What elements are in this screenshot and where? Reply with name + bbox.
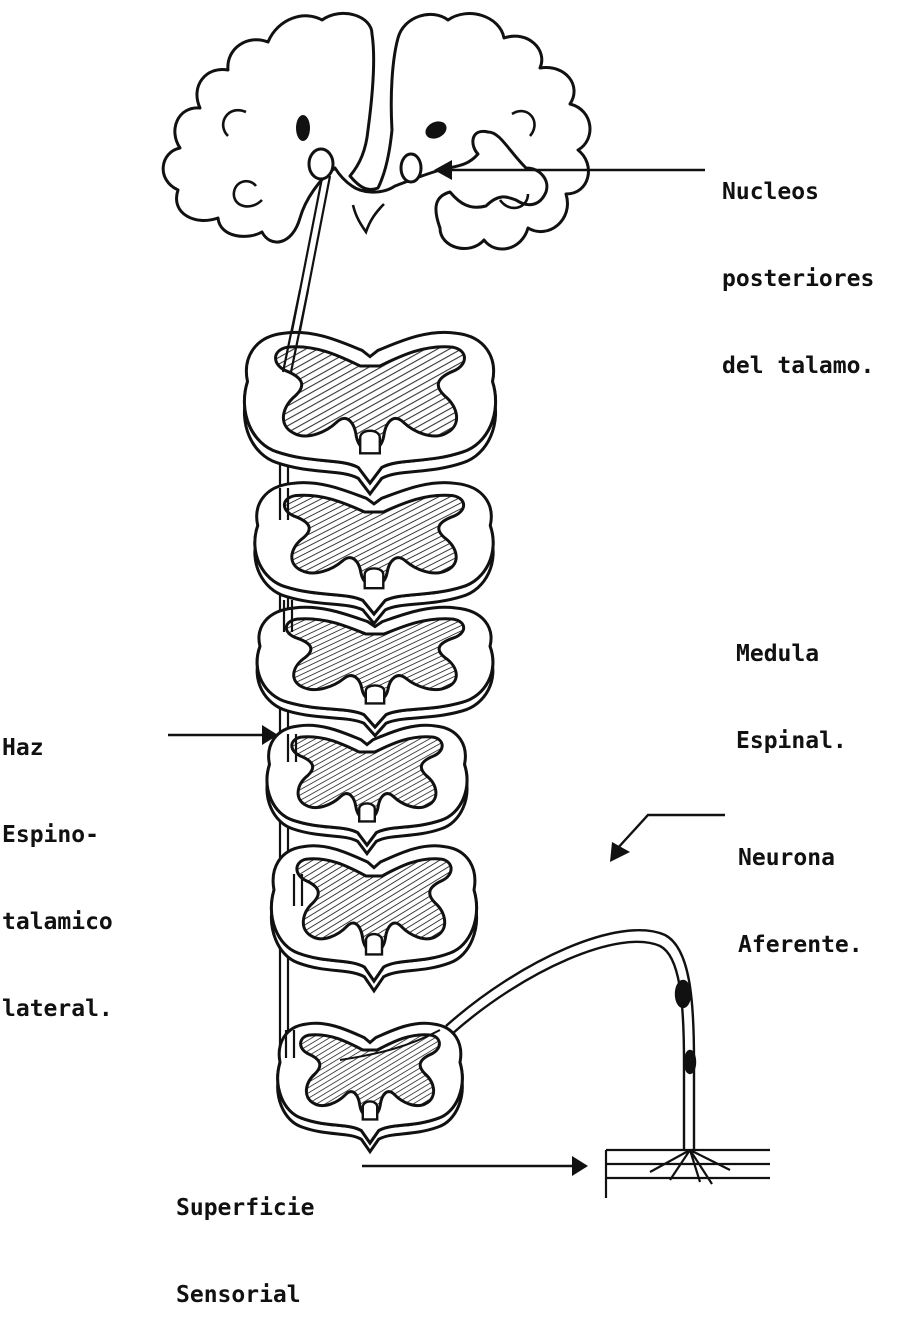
sensory-surface	[606, 1150, 770, 1198]
label-line: Medula	[736, 640, 847, 669]
label-line: Espino-	[2, 821, 113, 850]
label-line: posteriores	[722, 265, 874, 294]
label-line: Haz	[2, 734, 113, 763]
arrow-neuron	[610, 815, 725, 862]
spinal-slice-5	[271, 846, 476, 991]
spinal-slice-6	[278, 1023, 463, 1151]
label-line: lateral.	[2, 995, 113, 1024]
spinothalamic-diagram: Nucleos posteriores del talamo. Medula E…	[0, 0, 914, 1209]
label-afferent-neuron: Neurona Aferente.	[738, 786, 863, 989]
spinal-slice-2	[255, 483, 493, 624]
label-thalamic-nuclei: Nucleos posteriores del talamo.	[722, 120, 874, 410]
arrow-surface	[362, 1156, 588, 1176]
label-line: Espinal.	[736, 727, 847, 756]
label-line: Nucleos	[722, 178, 874, 207]
arrow-tract	[168, 725, 278, 745]
spinal-slice-1	[244, 332, 495, 494]
label-spinothalamic-tract: Haz Espino- talamico lateral.	[2, 676, 113, 1053]
label-line: Sensorial	[176, 1281, 314, 1310]
label-line: talamico	[2, 908, 113, 937]
label-line: del talamo.	[722, 352, 874, 381]
label-line: Aferente.	[738, 931, 863, 960]
label-spinal-cord: Medula Espinal.	[736, 582, 847, 785]
label-line: Neurona	[738, 844, 863, 873]
label-sensory-surface: Superficie Sensorial	[176, 1136, 314, 1339]
